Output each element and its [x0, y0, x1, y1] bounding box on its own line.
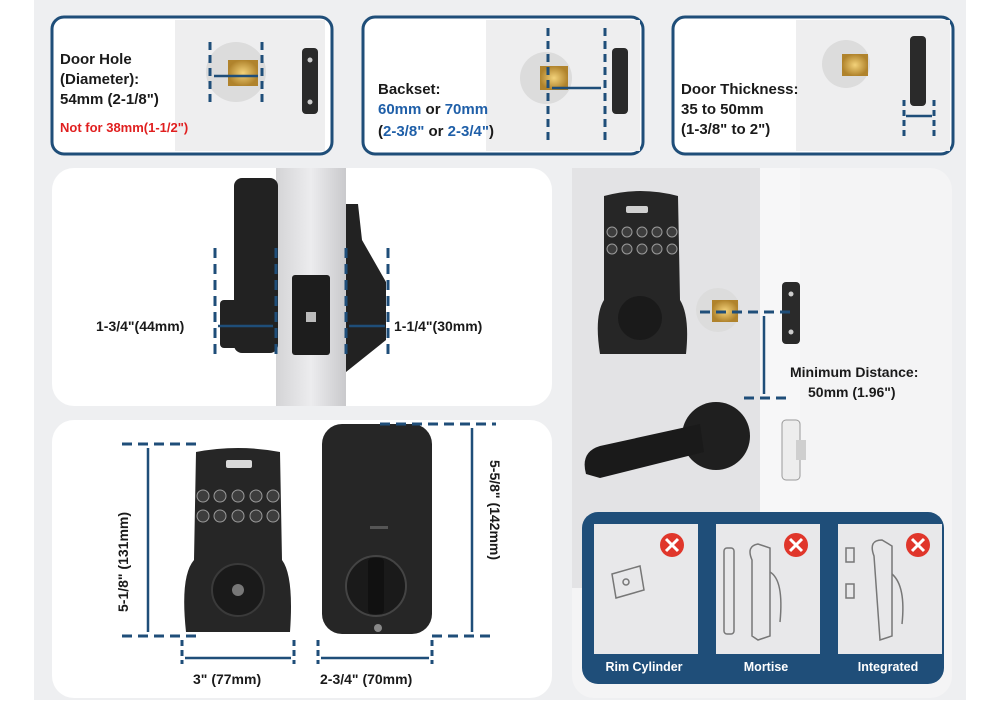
- exterior-keypad-side: [234, 178, 278, 353]
- mortise-label: Mortise: [743, 660, 789, 674]
- backset-box: [361, 15, 645, 156]
- min-distance-label: Minimum Distance:: [790, 364, 919, 380]
- not-compatible-icon: [660, 533, 684, 557]
- interior-thumbturn-side: [346, 204, 386, 372]
- backset-imperial-or: or: [424, 123, 448, 140]
- front-back-view-panel: [52, 420, 552, 698]
- door-hole-box: [50, 15, 334, 156]
- rim-cylinder-label: Rim Cylinder: [605, 660, 683, 674]
- backset-imperial-b: 2-3/4": [447, 123, 489, 140]
- not-compatible-icon: [784, 533, 808, 557]
- door-hole-diameter-label: (Diameter):: [60, 71, 140, 88]
- door-thickness-metric: 35 to 50mm: [681, 101, 764, 118]
- backset-metric: 60mm or 70mm: [378, 100, 488, 119]
- interior-depth-label: 1-1/4"(30mm): [394, 318, 483, 334]
- exterior-height-label: 5-1/8" (131mm): [115, 511, 131, 612]
- not-compatible-icon: [906, 533, 930, 557]
- side-view-panel: [52, 168, 552, 406]
- door-hole-label: Door Hole: [60, 51, 132, 68]
- backset-value-60: 60mm: [378, 101, 422, 118]
- door-hole-warning: Not for 38mm(1-1/2"): [60, 120, 189, 135]
- interior-height-label: 5-5/8" (142mm): [487, 460, 503, 561]
- door-hole-value: 54mm (2-1/8"): [60, 91, 159, 108]
- door-thickness-label: Door Thickness:: [681, 81, 799, 98]
- backset-label: Backset:: [378, 81, 441, 98]
- door-thickness-box: [671, 15, 955, 156]
- backset-imperial-a: 2-3/8": [383, 123, 425, 140]
- exterior-width-label: 3" (77mm): [193, 671, 262, 687]
- backset-imperial: (2-3/8" or 2-3/4"): [378, 123, 494, 140]
- backset-or: or: [421, 101, 445, 118]
- min-distance-value: 50mm (1.96"): [808, 384, 896, 400]
- door-thickness-imperial: (1-3/8" to 2"): [681, 121, 771, 138]
- thumbturn: [368, 558, 384, 614]
- interior-width-label: 2-3/4" (70mm): [320, 671, 413, 687]
- backset-value-70: 70mm: [444, 101, 489, 118]
- lever-handle: [584, 424, 704, 478]
- exterior-depth-label: 1-3/4"(44mm): [96, 318, 185, 334]
- brand-badge: [226, 460, 252, 468]
- integrated-label: Integrated: [857, 660, 919, 674]
- incompatible-locks-panel: [582, 512, 944, 684]
